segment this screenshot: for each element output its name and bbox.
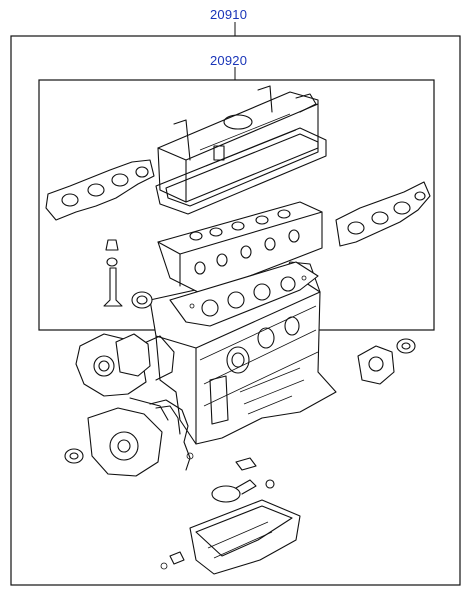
callout-20910[interactable]: 20910 [210,7,248,22]
rocker-cover[interactable] [157,85,319,203]
front-oil-seal[interactable] [64,448,84,464]
callout-20920[interactable]: 20920 [210,53,248,68]
cylinder-head[interactable] [157,201,323,293]
valve-stem-seal [105,239,119,251]
oil-pan-drain-plug[interactable] [169,551,185,565]
timing-cover[interactable] [87,397,169,477]
valve-keeper [106,257,118,267]
block-bore-front [226,346,250,374]
rear-oil-seal[interactable] [396,338,416,354]
timing-cover-gasket[interactable] [149,399,191,471]
rocker-cover-gasket[interactable] [155,127,327,215]
outer-kit-frame [10,35,461,586]
intake-valve[interactable] [103,239,123,307]
oil-pump-gasket[interactable] [235,457,275,489]
exhaust-manifold-gasket[interactable] [335,181,431,247]
drain-plug-gasket[interactable] [160,562,168,570]
oil-pan[interactable] [189,499,301,575]
valve-guide-seal[interactable] [131,291,153,309]
oil-strainer[interactable] [211,479,257,503]
rear-oil-seal-housing[interactable] [357,345,395,385]
head-gasket[interactable] [169,261,319,327]
water-pump-gasket[interactable] [115,333,151,377]
intake-manifold-gasket[interactable] [45,159,155,221]
